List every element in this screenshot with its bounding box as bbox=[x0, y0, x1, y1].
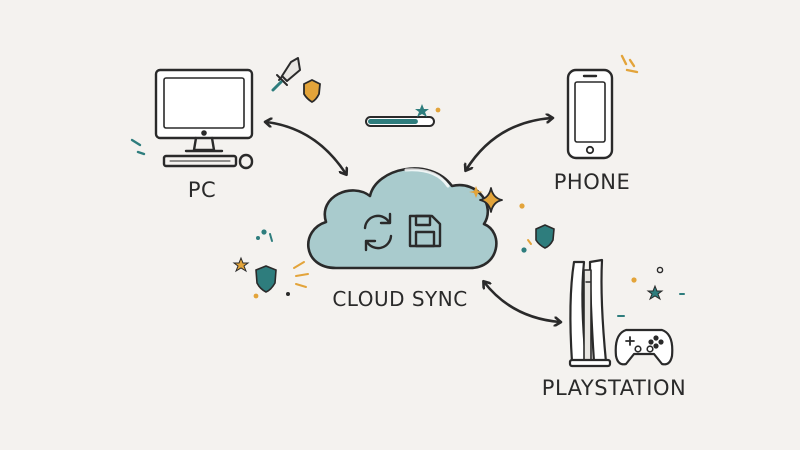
phone-label: PHONE bbox=[553, 170, 631, 194]
arrow-pc-cloud bbox=[266, 122, 346, 174]
cloud-icon bbox=[307, 167, 498, 270]
playstation-accent-marks bbox=[617, 266, 685, 317]
playstation-icon bbox=[568, 258, 612, 368]
phone-accent-marks bbox=[620, 54, 639, 74]
cloud-sync-label: CLOUD SYNC bbox=[332, 287, 468, 311]
gamepad-icon bbox=[614, 328, 674, 366]
star-icon bbox=[232, 256, 250, 273]
shield-icon bbox=[303, 78, 321, 104]
star-icon bbox=[646, 284, 664, 301]
star-icon bbox=[415, 104, 429, 117]
left-decorations bbox=[232, 229, 309, 299]
sync-arrows bbox=[266, 118, 560, 322]
phone-icon bbox=[566, 68, 614, 160]
sync-arrows-icon bbox=[363, 212, 393, 252]
sync-progress-fill bbox=[368, 119, 418, 124]
pc-accent-marks bbox=[130, 138, 146, 156]
shield-icon bbox=[535, 224, 555, 249]
pc-icon bbox=[154, 68, 254, 170]
sparkle-icon bbox=[479, 187, 503, 213]
floppy-save-icon bbox=[408, 214, 442, 248]
pc-label: PC bbox=[187, 178, 217, 202]
sword-icon bbox=[271, 57, 301, 92]
sync-progress-bar bbox=[365, 116, 435, 127]
playstation-label: PLAYSTATION bbox=[541, 376, 687, 400]
shield-icon bbox=[255, 265, 277, 293]
arrow-cloud-playstation bbox=[484, 282, 560, 322]
arrow-cloud-phone bbox=[466, 118, 552, 170]
